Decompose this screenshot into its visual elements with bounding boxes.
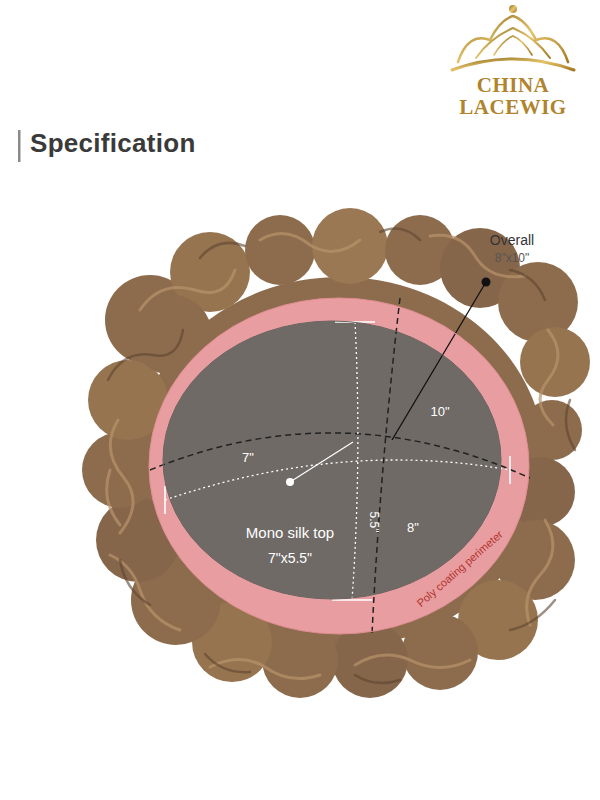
area-label: Mono silk top xyxy=(246,524,334,542)
dimension-label: 8" xyxy=(407,520,419,536)
dimension-label: 10" xyxy=(430,404,449,420)
outline-shape xyxy=(162,320,502,600)
dimension-label: 8"x10" xyxy=(495,251,530,265)
mono-top-fill xyxy=(163,321,501,599)
logo-text: CHINA xyxy=(477,73,550,98)
size-label: 7"x5.5" xyxy=(268,550,312,567)
outline-shape xyxy=(148,297,530,635)
poly-perimeter-fill xyxy=(149,298,529,634)
dimension-label: 5.5" xyxy=(367,512,381,533)
dimension-label: 7" xyxy=(242,450,254,466)
coating-label: Poly coating perimeter xyxy=(414,528,505,610)
dimension-lines xyxy=(150,278,530,635)
mono-silk-top: Mono silk top 7"x5.5" xyxy=(162,320,502,600)
logo-text: LACEWIG xyxy=(459,95,566,120)
page-title: Specification xyxy=(30,128,196,159)
hair xyxy=(82,208,590,698)
crown-logo xyxy=(452,5,574,70)
callout-label: Overall xyxy=(490,232,534,249)
poly-perimeter: Poly coating perimeter Mono silk top 7"x5.… xyxy=(148,297,530,635)
title-bar xyxy=(18,130,21,162)
